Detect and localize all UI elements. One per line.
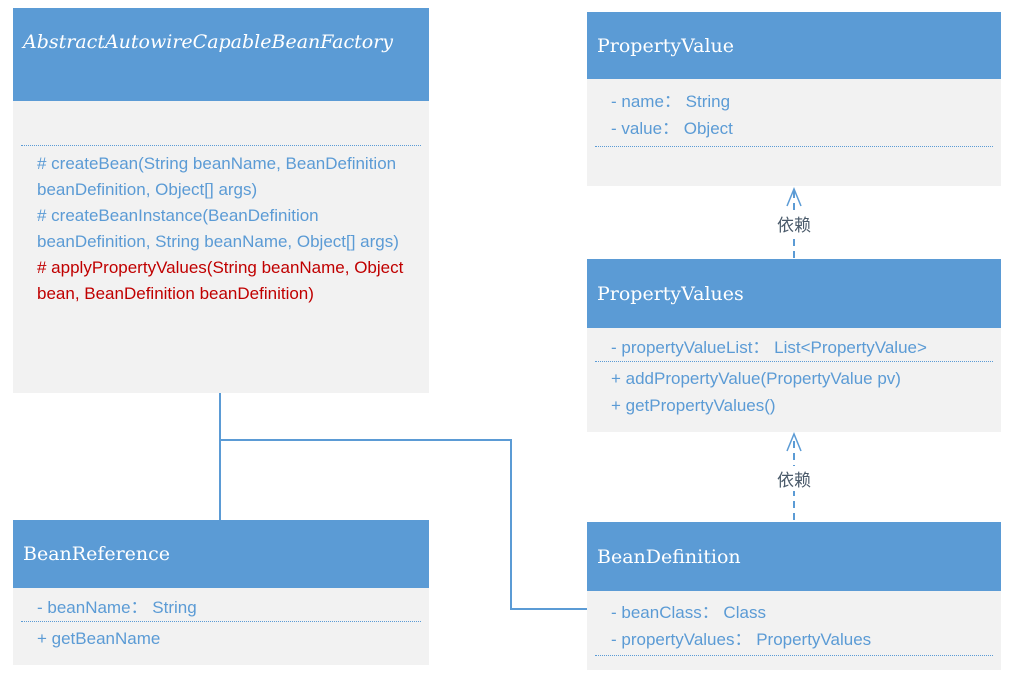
class-bean-definition[interactable]: BeanDefinition - beanClass： Class - prop… [587,522,1001,670]
class-abstract-autowire-capable-bean-factory[interactable]: AbstractAutowireCapableBeanFactory # cre… [13,8,429,393]
method-create-bean-instance: # createBeanInstance(BeanDefinition bean… [37,206,399,251]
attributes-section: - beanClass： Class - propertyValues： Pro… [587,591,1001,653]
method-create-bean: # createBean(String beanName, BeanDefini… [37,154,397,199]
method-get-property-values: + getPropertyValues() [611,396,776,415]
attributes-section: - beanName： String [13,588,429,621]
class-bean-reference[interactable]: BeanReference - beanName： String + getBe… [13,520,429,665]
attribute-bean-class: - beanClass： Class [611,603,766,622]
class-property-value[interactable]: PropertyValue - name： String - value： Ob… [587,12,1001,186]
attribute-property-values: - propertyValues： PropertyValues [611,630,872,649]
divider [21,145,421,146]
class-name: BeanReference [13,520,429,588]
attributes-section: - propertyValueList： List<PropertyValue> [587,328,1001,361]
dependency-label-top: 依赖 [776,211,812,236]
attribute-bean-name: - beanName： String [37,598,197,617]
method-apply-property-values: # applyPropertyValues(String beanName, O… [37,258,404,303]
methods-section: + addPropertyValue(PropertyValue pv) + g… [587,362,1001,419]
dependency-arrowhead-top [786,187,802,207]
method-add-property-value: + addPropertyValue(PropertyValue pv) [611,369,901,388]
divider [595,146,993,147]
attribute-property-value-list: - propertyValueList： List<PropertyValue> [611,338,927,357]
class-name: PropertyValues [587,259,1001,328]
methods-section: + getBeanName [13,622,429,652]
attributes-section: - name： String - value： Object [587,79,1001,142]
factory-to-bean-definition-line [220,439,587,610]
attribute-value: - value： Object [611,119,733,138]
class-property-values[interactable]: PropertyValues - propertyValueList： List… [587,259,1001,432]
divider [595,655,993,656]
dependency-arrowhead-bottom [786,432,802,452]
methods-section: # createBean(String beanName, BeanDefini… [13,146,429,307]
divider [595,361,993,362]
class-name: PropertyValue [587,12,1001,79]
class-name: BeanDefinition [587,522,1001,591]
dependency-label-bottom: 依赖 [776,466,812,491]
attribute-name: - name： String [611,92,731,111]
divider [21,621,421,622]
method-get-bean-name: + getBeanName [37,629,161,648]
class-name: AbstractAutowireCapableBeanFactory [13,8,429,101]
